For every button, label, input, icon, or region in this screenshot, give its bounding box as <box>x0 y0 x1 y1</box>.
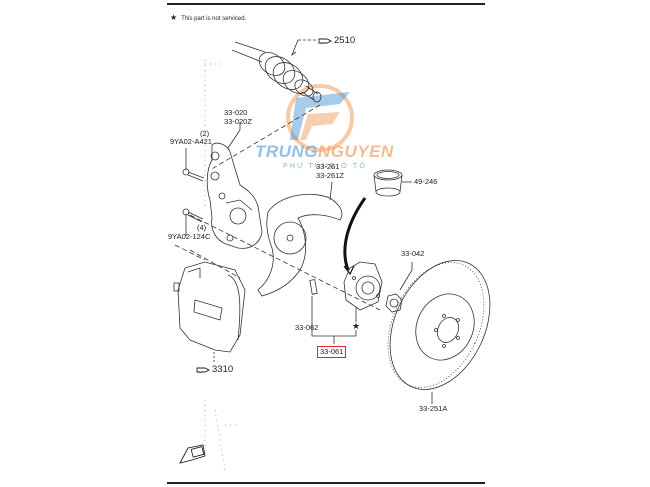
ref-drive-shaft[interactable]: 2510 <box>318 35 355 46</box>
brake-disc <box>387 260 491 390</box>
drive-shaft <box>231 41 322 103</box>
logo-ring <box>286 84 354 152</box>
guide-lines <box>204 60 240 471</box>
not-serviced-note: ★This part is not serviced. <box>170 13 246 22</box>
label-knuckle-1[interactable]: 33-020 <box>224 108 248 117</box>
label-grease[interactable]: 49-246 <box>414 177 438 186</box>
hub-bolt <box>309 279 318 295</box>
label-hub-assembly-highlighted[interactable]: 33-061 <box>317 346 347 358</box>
grease-cup <box>373 169 403 197</box>
star-icon: ★ <box>170 13 178 22</box>
label-dust-shield-1[interactable]: 33-261 <box>316 162 340 171</box>
leader-nut <box>399 269 413 291</box>
bolt-lower <box>182 208 204 223</box>
hub-nut <box>385 293 403 313</box>
label-hub-bolt[interactable]: 33-062 <box>295 323 319 332</box>
label-hub-star: ★ <box>352 321 361 331</box>
brake-caliper <box>173 261 246 353</box>
pointing-hand-icon <box>318 38 332 44</box>
label-bolt-upper-qty: (2) <box>200 129 210 138</box>
dust-shield <box>257 193 343 297</box>
ref-drive-shaft-label: 2510 <box>334 35 356 46</box>
assembly-axis <box>174 104 381 311</box>
label-dust-shield-2[interactable]: 33-261Z <box>316 171 344 180</box>
ref-caliper[interactable]: 3310 <box>196 364 233 375</box>
label-bolt-lower-qty: (4) <box>197 223 207 232</box>
label-bolt-upper[interactable]: 9YA02-A421 <box>170 137 212 146</box>
ref-caliper-label: 3310 <box>212 364 234 375</box>
watermark-subtitle: PHỤ TÙNG Ô TÔ <box>283 163 367 170</box>
pointing-hand-icon <box>196 367 210 373</box>
top-rule <box>167 3 485 5</box>
leader-2510 <box>291 39 299 57</box>
leader-dust-shield <box>329 181 333 201</box>
logo-f-orange <box>300 112 340 140</box>
leader-knuckle <box>227 129 241 149</box>
label-disc[interactable]: 33-251A <box>419 404 448 413</box>
wheel-hub <box>343 261 383 311</box>
watermark-brand: TRUNGNGUYEN <box>255 142 394 161</box>
label-nut[interactable]: 33-042 <box>401 249 425 258</box>
install-arrow <box>343 197 367 271</box>
label-bolt-lower[interactable]: 9YA02-124C <box>168 232 211 241</box>
note-text: This part is not serviced. <box>181 16 247 22</box>
label-knuckle-2[interactable]: 33-020Z <box>224 117 252 126</box>
bolt-upper <box>182 168 205 182</box>
bottom-rule <box>167 482 485 484</box>
front-arrow-icon <box>179 444 206 464</box>
steering-knuckle <box>206 142 263 249</box>
logo-f-blue <box>290 92 350 140</box>
